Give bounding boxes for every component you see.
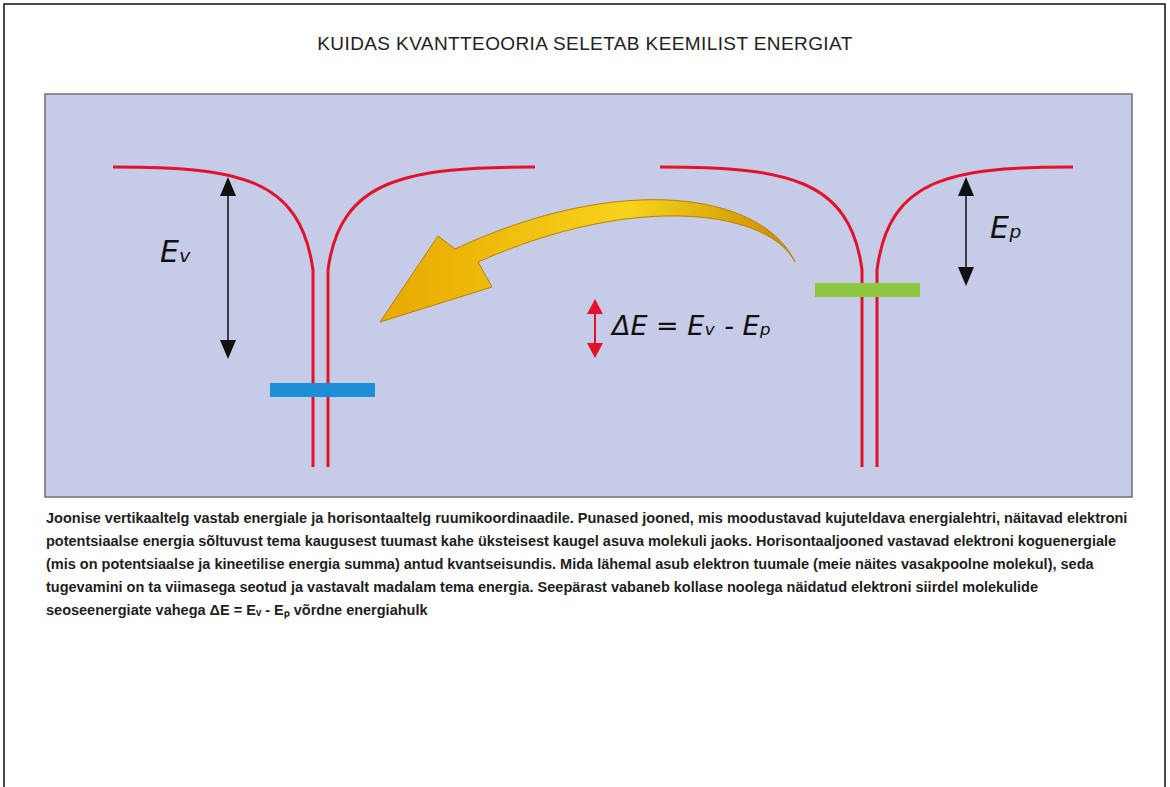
caption: Joonise vertikaaltelg vastab energiale j…	[46, 507, 1138, 622]
energy-label: Eᵥ	[160, 234, 191, 269]
arrow-head	[958, 177, 974, 196]
energy-level	[270, 383, 375, 397]
title: KUIDAS KVANTTEOORIA SELETAB KEEMILIST EN…	[40, 33, 1130, 55]
transition-arrow	[380, 200, 795, 322]
dimension-arrow	[227, 190, 229, 345]
panel-ground	[45, 94, 1132, 497]
difference-label: ΔE = Eᵥ - Eₚ	[612, 310, 771, 341]
potential-curve	[328, 167, 535, 467]
energy-label: Eₚ	[990, 210, 1022, 245]
arrow-head	[587, 299, 603, 314]
dimension-arrow	[965, 190, 967, 272]
arrow-head	[220, 177, 236, 196]
potential-curve	[113, 167, 313, 467]
potential-curve	[877, 167, 1073, 467]
energy-level	[815, 283, 920, 297]
arrow-head	[958, 267, 974, 286]
difference-arrow	[594, 310, 596, 347]
outer-frame	[4, 4, 1165, 787]
arrow-head	[587, 343, 603, 358]
arrow-head	[220, 340, 236, 359]
